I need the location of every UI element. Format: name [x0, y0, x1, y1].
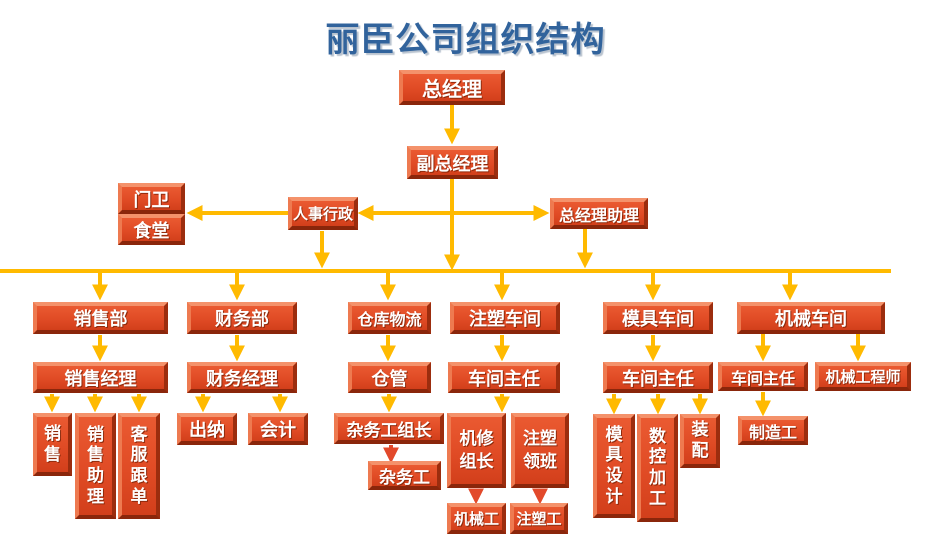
node-ceo: 总经理	[399, 70, 505, 105]
node-mechanic: 机械工	[447, 503, 506, 534]
node-sales-dept: 销售部	[33, 302, 168, 334]
node-machinery-workshop: 机械车间	[737, 302, 885, 334]
node-sales-assistant: 销售助理	[75, 413, 116, 519]
node-cnc-machining: 数控加工	[637, 414, 678, 522]
node-manufacturing-worker: 制造工	[738, 416, 808, 445]
node-machinery-director: 车间主任	[718, 362, 808, 391]
node-assembly: 装配	[680, 414, 720, 468]
node-cashier: 出纳	[177, 413, 237, 445]
node-gm-assistant: 总经理助理	[550, 198, 648, 229]
node-sales-manager: 销售经理	[33, 362, 168, 393]
node-injection-foreman: 注塑领班	[511, 413, 569, 488]
node-mold-design: 模具设计	[593, 414, 635, 518]
node-cs-order-follow: 客服跟单	[118, 413, 160, 519]
node-canteen: 食堂	[118, 214, 185, 245]
node-mechanical-engineer: 机械工程师	[815, 362, 911, 391]
node-mold-workshop: 模具车间	[603, 302, 713, 334]
node-hr-admin: 人事行政	[288, 197, 358, 230]
node-warehouse-keeper: 仓管	[348, 362, 431, 393]
node-misc-worker: 杂务工	[368, 461, 441, 490]
node-injection-workshop: 注塑车间	[450, 302, 560, 334]
node-injection-worker: 注塑工	[510, 503, 568, 534]
node-accountant: 会计	[248, 413, 308, 445]
node-mold-director: 车间主任	[603, 362, 713, 393]
node-gatekeeper: 门卫	[118, 183, 185, 214]
node-deputy-ceo: 副总经理	[407, 146, 498, 179]
node-warehouse-logistics: 仓库物流	[348, 302, 431, 334]
node-injection-director: 车间主任	[448, 362, 560, 393]
node-misc-worker-leader: 杂务工组长	[334, 413, 444, 444]
node-machine-repair-leader: 机修组长	[447, 413, 506, 488]
page-title: 丽臣公司组织结构	[325, 20, 606, 60]
node-sales-staff: 销售	[33, 413, 72, 476]
node-finance-dept: 财务部	[187, 302, 297, 334]
node-finance-manager: 财务经理	[187, 362, 297, 393]
